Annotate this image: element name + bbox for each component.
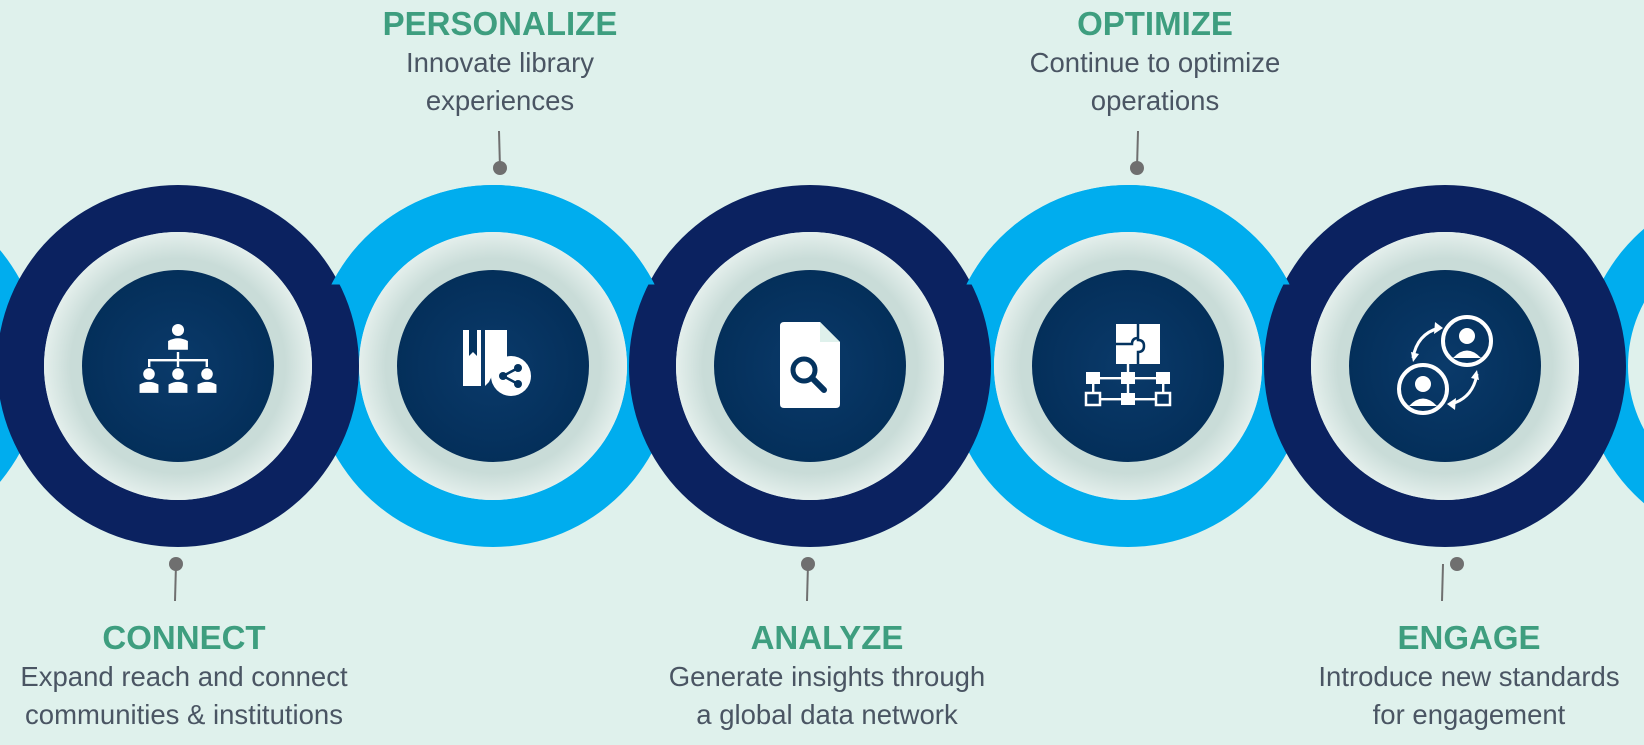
- label-pin: [1441, 557, 1464, 602]
- step-node: [359, 232, 627, 500]
- step-description-line1: Innovate library: [405, 47, 594, 78]
- document-search-icon: [780, 322, 840, 408]
- step-title: ANALYZE: [750, 619, 904, 656]
- step-label-personalize: PERSONALIZE Innovate library experiences: [310, 4, 690, 120]
- step-node: [994, 232, 1262, 500]
- step-ring-overlap: [331, 185, 655, 285]
- org-chart-icon: [139, 323, 217, 393]
- step-label-engage: ENGAGE Introduce new standards for engag…: [1279, 618, 1644, 734]
- step-node: [1311, 232, 1579, 500]
- book-share-icon: [463, 330, 531, 396]
- step-description-line2: communities & institutions: [25, 699, 343, 730]
- step-label-analyze: ANALYZE Generate insights through a glob…: [637, 618, 1017, 734]
- step-description-line1: Introduce new standards: [1318, 661, 1620, 692]
- step-title: PERSONALIZE: [382, 5, 618, 42]
- step-description-line1: Generate insights through: [668, 661, 986, 692]
- step-label-connect: CONNECT Expand reach and connect communi…: [0, 618, 374, 734]
- step-description-line2: experiences: [425, 85, 575, 116]
- step-description-line2: operations: [1090, 85, 1220, 116]
- label-pin: [1130, 130, 1144, 175]
- step-node: [676, 232, 944, 500]
- step-description-line1: Expand reach and connect: [20, 661, 348, 692]
- label-pin: [493, 130, 507, 175]
- step-description-line2: for engagement: [1372, 699, 1566, 730]
- step-title: CONNECT: [102, 619, 266, 656]
- label-pin: [169, 557, 183, 602]
- step-description-line1: Continue to optimize: [1029, 47, 1281, 78]
- label-pin: [801, 557, 815, 602]
- step-title: OPTIMIZE: [1077, 5, 1233, 42]
- step-node: [44, 232, 312, 500]
- step-label-optimize: OPTIMIZE Continue to optimize operations: [965, 4, 1345, 120]
- core-circle: [1349, 270, 1541, 462]
- step-ring-overlap: [966, 185, 1290, 285]
- step-title: ENGAGE: [1397, 619, 1541, 656]
- user-exchange-icon: [1397, 315, 1493, 415]
- step-description-line2: a global data network: [696, 699, 958, 730]
- puzzle-network-icon: [1084, 324, 1172, 407]
